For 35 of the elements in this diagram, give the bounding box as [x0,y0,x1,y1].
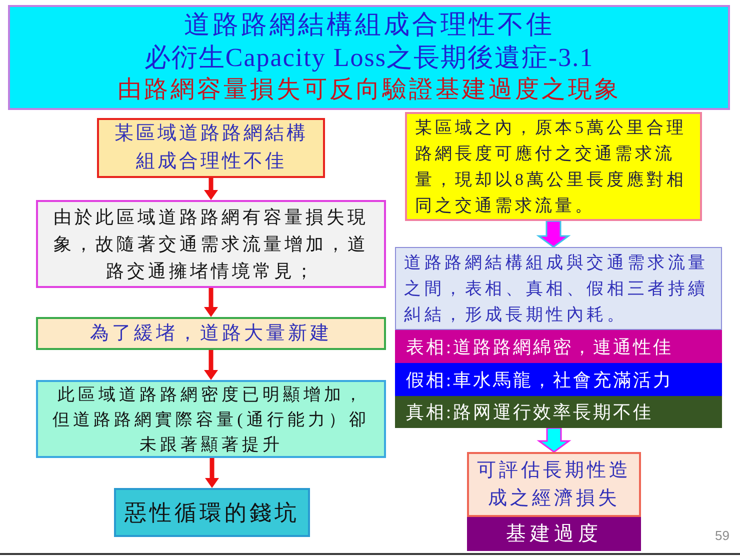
result-box [114,488,310,537]
title-text: 道路路網結構組成合理性不佳 [184,9,554,41]
note-box [405,112,702,221]
highlight-band [395,330,722,363]
title-text: 必衍生Capacity Loss之長期後遺症-3.1 [144,42,594,74]
step-text: 某區域道路路網結構組成合理性不佳 [113,122,309,174]
block-arrow [536,427,572,453]
arrow [204,288,218,317]
arrow [204,350,218,380]
arrow [204,178,218,200]
title-text: 由路網容量損失可反向驗證基建過度之現象 [117,76,621,105]
highlight-band [395,396,722,428]
band-text: 表相:道路路網綿密，連通性佳 [406,336,674,358]
note-text: 道路路網結構組成與交通需求流量之間，表相、真相、假相三者持續糾結，形成長期性內耗。 [404,252,710,326]
block-arrow [536,220,571,248]
arrow [205,458,219,488]
title-banner [8,5,730,110]
page-number: 59 [715,528,730,543]
result-box [467,452,641,517]
note-text: 某區域之內，原本5萬公里合理路網長度可應付之交通需求流量，現却以8萬公里長度應對相同之交通需求流量。 [415,116,688,216]
process-box [36,380,386,458]
band-text: 真相:路网運行效率長期不佳 [406,401,654,424]
result-text: 可評估長期性造成之經濟損失 [476,458,632,510]
result-text: 惡性循環的錢坑 [124,498,300,526]
result-band [467,517,641,551]
step-text: 此區域道路路網密度已明顯增加，但道路路網實際容量(通行能力）卻未跟著顯著提升 [52,384,370,456]
process-box [97,118,325,178]
note-box [395,247,722,330]
band-text: 假相:車水馬龍，社會充滿活力 [406,368,674,392]
result-text: 基建過度 [506,522,602,547]
highlight-band [395,363,722,396]
step-text: 由於此區域道路路網有容量損失現象，故隨著交通需求流量增加，道路交通擁堵情境常見； [52,206,370,282]
process-box [36,200,386,288]
step-text: 為了緩堵，道路大量新建 [90,322,332,346]
process-box [36,317,386,350]
